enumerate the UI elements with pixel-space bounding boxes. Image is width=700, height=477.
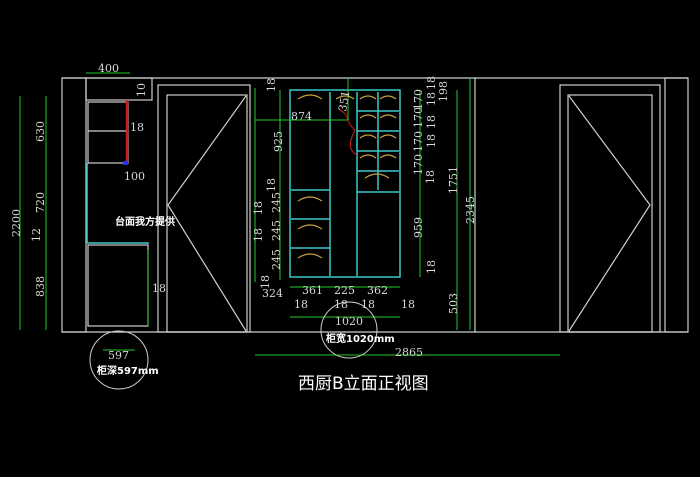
dim-label: 351	[336, 90, 352, 113]
door-right	[559, 84, 661, 333]
width-value: 1020	[335, 315, 363, 328]
dim-label: 1751	[447, 166, 460, 194]
dim-label: 18	[152, 282, 166, 295]
wardrobe-right-dimensions: 18 198 170 18 170 18 170 18 170 18 959 1…	[412, 76, 477, 314]
dim-label: 18	[265, 178, 278, 192]
dim-label: 362	[367, 284, 388, 297]
wardrobe-bottom-dimensions: 361 225 362 18 18 18 18 1020 柜宽1020mm 28…	[294, 284, 423, 359]
dim-label: 361	[302, 284, 323, 297]
wardrobe	[289, 89, 401, 278]
counter-note: 台面我方提供	[115, 215, 175, 228]
left-cabinet-dimensions: 400 10 18 100 630 720 2200 12 838 18 台面我…	[10, 62, 175, 377]
dim-label: 170	[412, 89, 425, 110]
dim-label: 18	[130, 121, 144, 134]
dim-label: 503	[447, 293, 460, 314]
dim-label: 18	[252, 228, 265, 242]
right-wall	[664, 77, 689, 333]
hangers	[297, 94, 397, 259]
dim-label: 18	[425, 92, 438, 106]
dim-label: 959	[412, 217, 425, 238]
dim-label: 18	[259, 275, 272, 289]
dim-label: 18	[361, 298, 375, 311]
dim-label: 18	[424, 170, 437, 184]
depth-callout-circle	[89, 330, 149, 390]
dim-label: 630	[34, 121, 47, 142]
depth-value: 597	[108, 349, 129, 362]
dim-label: 18	[401, 298, 415, 311]
width-label: 柜宽1020mm	[325, 332, 395, 345]
dim-label: 12	[30, 228, 43, 242]
dim-label: 18	[425, 76, 438, 90]
dim-label: 170	[412, 107, 425, 128]
dim-label: 100	[124, 170, 145, 183]
dim-label: 245	[270, 249, 283, 270]
door-left	[157, 84, 251, 333]
top-slab	[85, 77, 153, 101]
dim-label: 10	[135, 83, 148, 97]
dim-label: 170	[412, 154, 425, 175]
wardrobe-left-dimensions: 18 874 351 925 18 18 245 18 245 245 18 3…	[252, 78, 353, 300]
dim-label: 18	[425, 260, 438, 274]
width-callout-circle	[320, 301, 378, 359]
dim-label: 18	[265, 78, 278, 92]
dim-label: 18	[334, 298, 348, 311]
dim-label: 2345	[464, 196, 477, 224]
dimension-lines	[19, 72, 560, 390]
dim-label: 874	[291, 110, 312, 123]
dim-label: 838	[34, 276, 47, 297]
dim-label: 2200	[10, 209, 23, 237]
depth-label: 柜深597mm	[96, 364, 159, 377]
kitchen-cabinet	[86, 100, 149, 327]
dim-label: 18	[425, 115, 438, 129]
dim-label: 245	[270, 192, 283, 213]
dim-label: 18	[252, 201, 265, 215]
left-wall	[61, 77, 87, 333]
drawing-title: 西厨B立面正视图	[298, 374, 429, 394]
total-width: 2865	[395, 346, 423, 359]
dim-label: 720	[34, 192, 47, 213]
dim-label: 170	[412, 131, 425, 152]
dim-label: 225	[334, 284, 355, 297]
dim-label: 925	[272, 131, 285, 152]
dim-label: 245	[270, 220, 283, 241]
dim-label: 18	[294, 298, 308, 311]
dim-label: 198	[437, 81, 450, 102]
dim-label: 400	[98, 62, 119, 75]
dim-label: 324	[262, 287, 283, 300]
dim-label: 18	[425, 134, 438, 148]
